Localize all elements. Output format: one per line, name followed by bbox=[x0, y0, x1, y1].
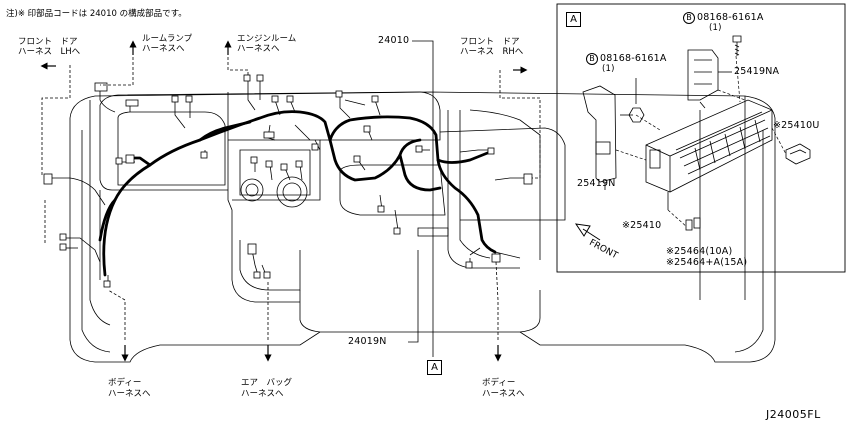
label-engine-room-1: エンジンルーム bbox=[237, 34, 297, 44]
front-arrow bbox=[574, 223, 601, 241]
ref-box-detail: A bbox=[566, 12, 581, 27]
part-fuse-15a: ※25464+A(15A) bbox=[666, 257, 748, 268]
part-relay-block: ※25410U bbox=[773, 120, 820, 131]
bolt-left-number: 08168-6161A bbox=[600, 53, 667, 64]
part-fuse-block: ※25410 bbox=[622, 220, 662, 231]
detail-panel-frame bbox=[556, 3, 846, 273]
bolt-left-qty: (1) bbox=[602, 64, 615, 74]
label-body-left-1: ボディー bbox=[108, 378, 142, 388]
part-bracket-upper: 25419NA bbox=[734, 66, 780, 77]
bolt-top-qty: (1) bbox=[709, 23, 722, 33]
label-airbag-1: エア バッグ bbox=[241, 378, 293, 388]
harness-branches bbox=[52, 40, 525, 357]
label-airbag-2: ハーネスへ bbox=[241, 389, 284, 399]
bolt-top-marker: B bbox=[683, 12, 695, 24]
part-sub-harness: 24019N bbox=[348, 336, 387, 347]
label-body-left-2: ハーネスへ bbox=[108, 389, 151, 399]
small-fuses bbox=[685, 217, 701, 231]
label-engine-room-2: ハーネスへ bbox=[237, 44, 280, 54]
main-harness-trunk bbox=[98, 110, 497, 277]
label-front-door-lh-1: フロント ドア bbox=[18, 37, 78, 47]
label-body-right-2: ハーネスへ bbox=[482, 389, 525, 399]
label-front-door-rh-1: フロント ドア bbox=[460, 37, 520, 47]
routing-arrows bbox=[41, 52, 541, 340]
connectors bbox=[43, 74, 533, 288]
routing-arrowheads bbox=[40, 40, 528, 362]
detail-dashed-guides bbox=[615, 55, 787, 229]
part-fuse-10a: ※25464(10A) bbox=[666, 246, 733, 257]
label-room-lamp-1: ルームランプ bbox=[142, 34, 193, 44]
bolt-left-marker: B bbox=[586, 53, 598, 65]
bolt-top-number: 08168-6161A bbox=[697, 12, 764, 23]
part-bracket-lower: 25419N bbox=[577, 178, 616, 189]
part-main-harness: 24010 bbox=[378, 35, 410, 46]
label-front-door-rh-2: ハーネス RHへ bbox=[460, 47, 524, 57]
label-room-lamp-2: ハーネスへ bbox=[142, 44, 185, 54]
note-text: 注)※ 印部品コードは 24010 の構成部品です。 bbox=[6, 9, 187, 19]
ref-box-main: A bbox=[427, 360, 442, 375]
diagram-code: J24005FL bbox=[766, 408, 821, 421]
label-front-door-lh-2: ハーネス LHへ bbox=[18, 47, 81, 57]
dashboard-outline bbox=[69, 91, 776, 363]
label-body-right-1: ボディー bbox=[482, 378, 516, 388]
